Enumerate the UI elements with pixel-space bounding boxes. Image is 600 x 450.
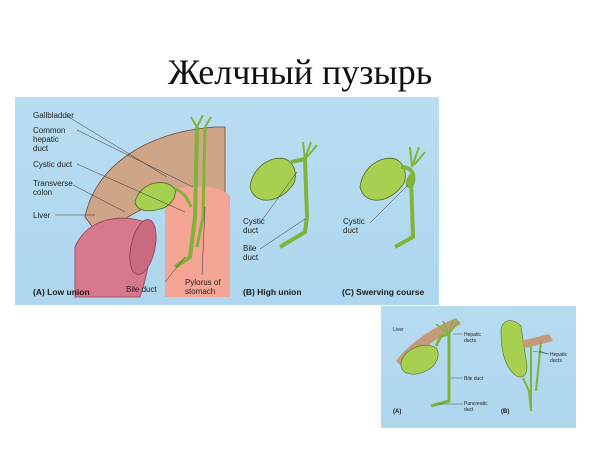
label-liver: Liver [33, 211, 51, 220]
label-hepatic-ducts-a: Hepatic ducts [464, 332, 481, 344]
label-pylorus: Pylorus of stomach [185, 278, 221, 296]
label-liver-small: Liver [393, 327, 404, 333]
label-bile-duct-b: Bile duct [243, 244, 259, 262]
anatomy-illustration [55, 114, 426, 298]
hepatic-ducts-figure: Liver Hepatic ducts Bile duct Pancreatic… [381, 306, 576, 428]
label-cystic-duct: Cystic duct [33, 160, 73, 169]
label-cystic-duct-b: Cystic duct [243, 217, 265, 235]
label-hepatic-ducts-b: Hepatic ducts [550, 352, 567, 364]
anatomy-illustration-small [396, 318, 553, 412]
gallbladder-variations-figure: Gallbladder Common hepatic duct Cystic d… [15, 97, 439, 305]
label-bile-duct: Bile duct [126, 285, 157, 294]
label-gallbladder: Gallbladder [33, 111, 74, 120]
label-cystic-duct-c: Cystic duct [343, 217, 365, 235]
slide-title: Желчный пузырь [167, 52, 433, 92]
caption-a-small: (A) [393, 409, 402, 415]
caption-low-union: (A) Low union [33, 287, 90, 297]
label-transverse-colon: Transverse colon [33, 179, 73, 197]
label-common-hepatic-duct: Common hepatic duct [33, 126, 66, 153]
label-pancreatic-duct: Pancreatic duct [464, 401, 488, 413]
caption-high-union: (B) High union [243, 287, 302, 297]
caption-swerving-course: (C) Swerving course [342, 287, 425, 297]
label-bile-duct-small: Bile duct [464, 376, 484, 382]
caption-b-small: (B) [501, 409, 510, 415]
